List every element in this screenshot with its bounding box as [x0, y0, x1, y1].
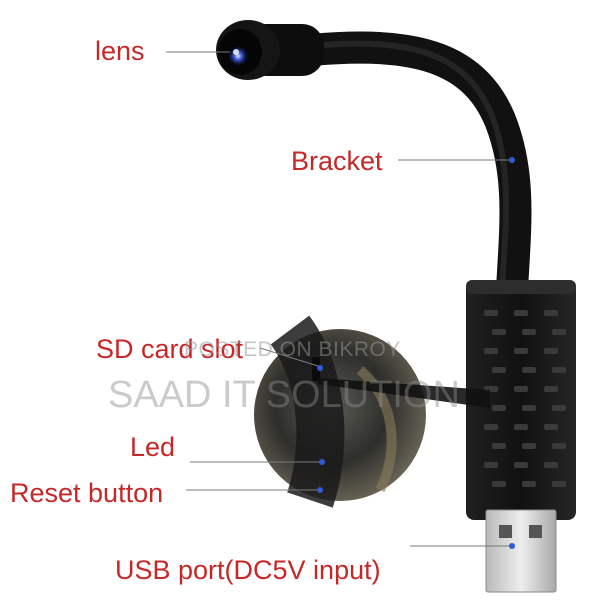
- leader-lines: [166, 51, 512, 547]
- vent-slot: [484, 348, 498, 354]
- vent-slot: [544, 462, 558, 468]
- camera-body: [466, 280, 576, 520]
- gooseneck-cable: [296, 31, 532, 306]
- vent-slot: [514, 386, 528, 392]
- vent-slot: [522, 405, 536, 411]
- vent-slot: [484, 424, 498, 430]
- vent-slot: [522, 367, 536, 373]
- label-bracket: Bracket: [291, 146, 383, 176]
- vent-slot: [492, 481, 506, 487]
- label-led: Led: [130, 432, 176, 462]
- vent-slot: [522, 481, 536, 487]
- label-usb-port: USB port(DC5V input): [115, 555, 381, 585]
- vent-slot: [544, 386, 558, 392]
- vent-slot: [544, 310, 558, 316]
- vent-slot: [492, 443, 506, 449]
- vent-slot: [552, 443, 566, 449]
- vent-slot: [552, 329, 566, 335]
- vent-slot: [552, 405, 566, 411]
- vent-slot: [514, 424, 528, 430]
- vent-slot: [544, 348, 558, 354]
- vent-slot: [514, 348, 528, 354]
- vent-slot: [514, 462, 528, 468]
- camera-head: [216, 20, 324, 80]
- lens-icon: [227, 45, 249, 67]
- ventilation-slots: [484, 310, 566, 487]
- vent-slot: [514, 310, 528, 316]
- usb-plug: [485, 509, 557, 593]
- sd-slot-graphic: [312, 357, 320, 381]
- label-lens: lens: [95, 36, 145, 66]
- label-reset-button: Reset button: [10, 478, 164, 508]
- vent-slot: [552, 481, 566, 487]
- vent-slot: [552, 367, 566, 373]
- vent-slot: [522, 443, 536, 449]
- vent-slot: [484, 310, 498, 316]
- vent-slot: [492, 405, 506, 411]
- vent-slot: [492, 367, 506, 373]
- vent-slot: [492, 329, 506, 335]
- label-sd-card-slot: SD card slot: [96, 334, 244, 364]
- pointer-dots: [317, 157, 515, 549]
- vent-slot: [484, 462, 498, 468]
- watermark-posted: POSTED ON BIKROY: [184, 338, 401, 361]
- watermark-seller: SAAD IT SOLUTION: [108, 374, 460, 416]
- vent-slot: [522, 329, 536, 335]
- zoom-detail: [254, 315, 426, 508]
- vent-slot: [544, 424, 558, 430]
